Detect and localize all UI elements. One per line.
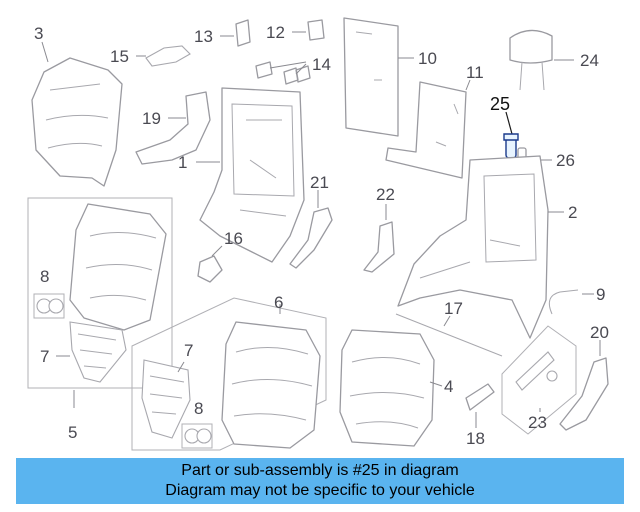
callout-21: 21 [310,173,329,192]
info-banner: Part or sub-assembly is #25 in diagram D… [16,458,624,504]
part-12-clip: 12 [266,19,325,42]
part-2-frame: 2 [397,155,577,339]
part-16-cap: 16 [197,229,243,283]
part-3-seatback-cushion: 3 [31,24,123,187]
callout-10: 10 [418,49,437,68]
callout-18: 18 [466,429,485,448]
callout-2: 2 [568,203,577,222]
callout-23: 23 [528,413,547,432]
part-25-highlighted: 25 [490,94,519,159]
callout-4: 4 [444,377,453,396]
part-14-clips: 14 [255,55,331,85]
callout-7b: 7 [184,341,193,360]
part-9-cable: 9 [548,285,605,315]
callout-14: 14 [312,55,331,74]
banner-line-1: Part or sub-assembly is #25 in diagram [181,462,459,479]
callout-7a: 7 [40,347,49,366]
part-22-trim: 22 [363,185,395,273]
part-15-bracket: 15 [110,45,191,67]
part-10-panel: 10 [343,17,437,137]
callout-22: 22 [376,185,395,204]
part-18-cover: 18 [465,383,495,448]
callout-25: 25 [490,94,510,114]
part-21-trim: 21 [289,173,333,269]
callout-15: 15 [110,47,129,66]
callout-19: 19 [142,109,161,128]
callout-9: 9 [596,285,605,304]
callout-8b: 8 [194,399,203,418]
callout-26: 26 [556,151,575,170]
part-23-group: 23 [501,325,577,435]
callout-13: 13 [194,27,213,46]
callout-6: 6 [274,293,283,312]
part-6-group: 6 7 8 [131,293,327,451]
callout-12: 12 [266,23,285,42]
part-17-rod: 17 [395,299,503,357]
callout-1: 1 [178,153,187,172]
callout-17: 17 [444,299,463,318]
banner-line-2: Diagram may not be specific to your vehi… [165,482,475,499]
callout-3: 3 [34,24,43,43]
callout-20: 20 [590,323,609,342]
part-13-clip: 13 [194,19,251,47]
callout-11: 11 [466,63,484,82]
part-20-trim: 20 [559,323,609,431]
callout-5: 5 [68,423,77,442]
part-11-panel: 11 [385,63,484,179]
callout-24: 24 [580,51,599,70]
part-4-seat-cushion: 4 [339,329,453,447]
part-24-headrest: 24 [509,29,599,91]
part-1-frame: 1 [178,87,305,263]
seat-parts-diagram: 3 15 13 12 14 19 1 10 [27,17,609,451]
part-5-group: 8 7 5 [27,197,173,442]
part-19-trim: 19 [135,91,211,165]
callout-16: 16 [224,229,243,248]
callout-8a: 8 [40,267,49,286]
